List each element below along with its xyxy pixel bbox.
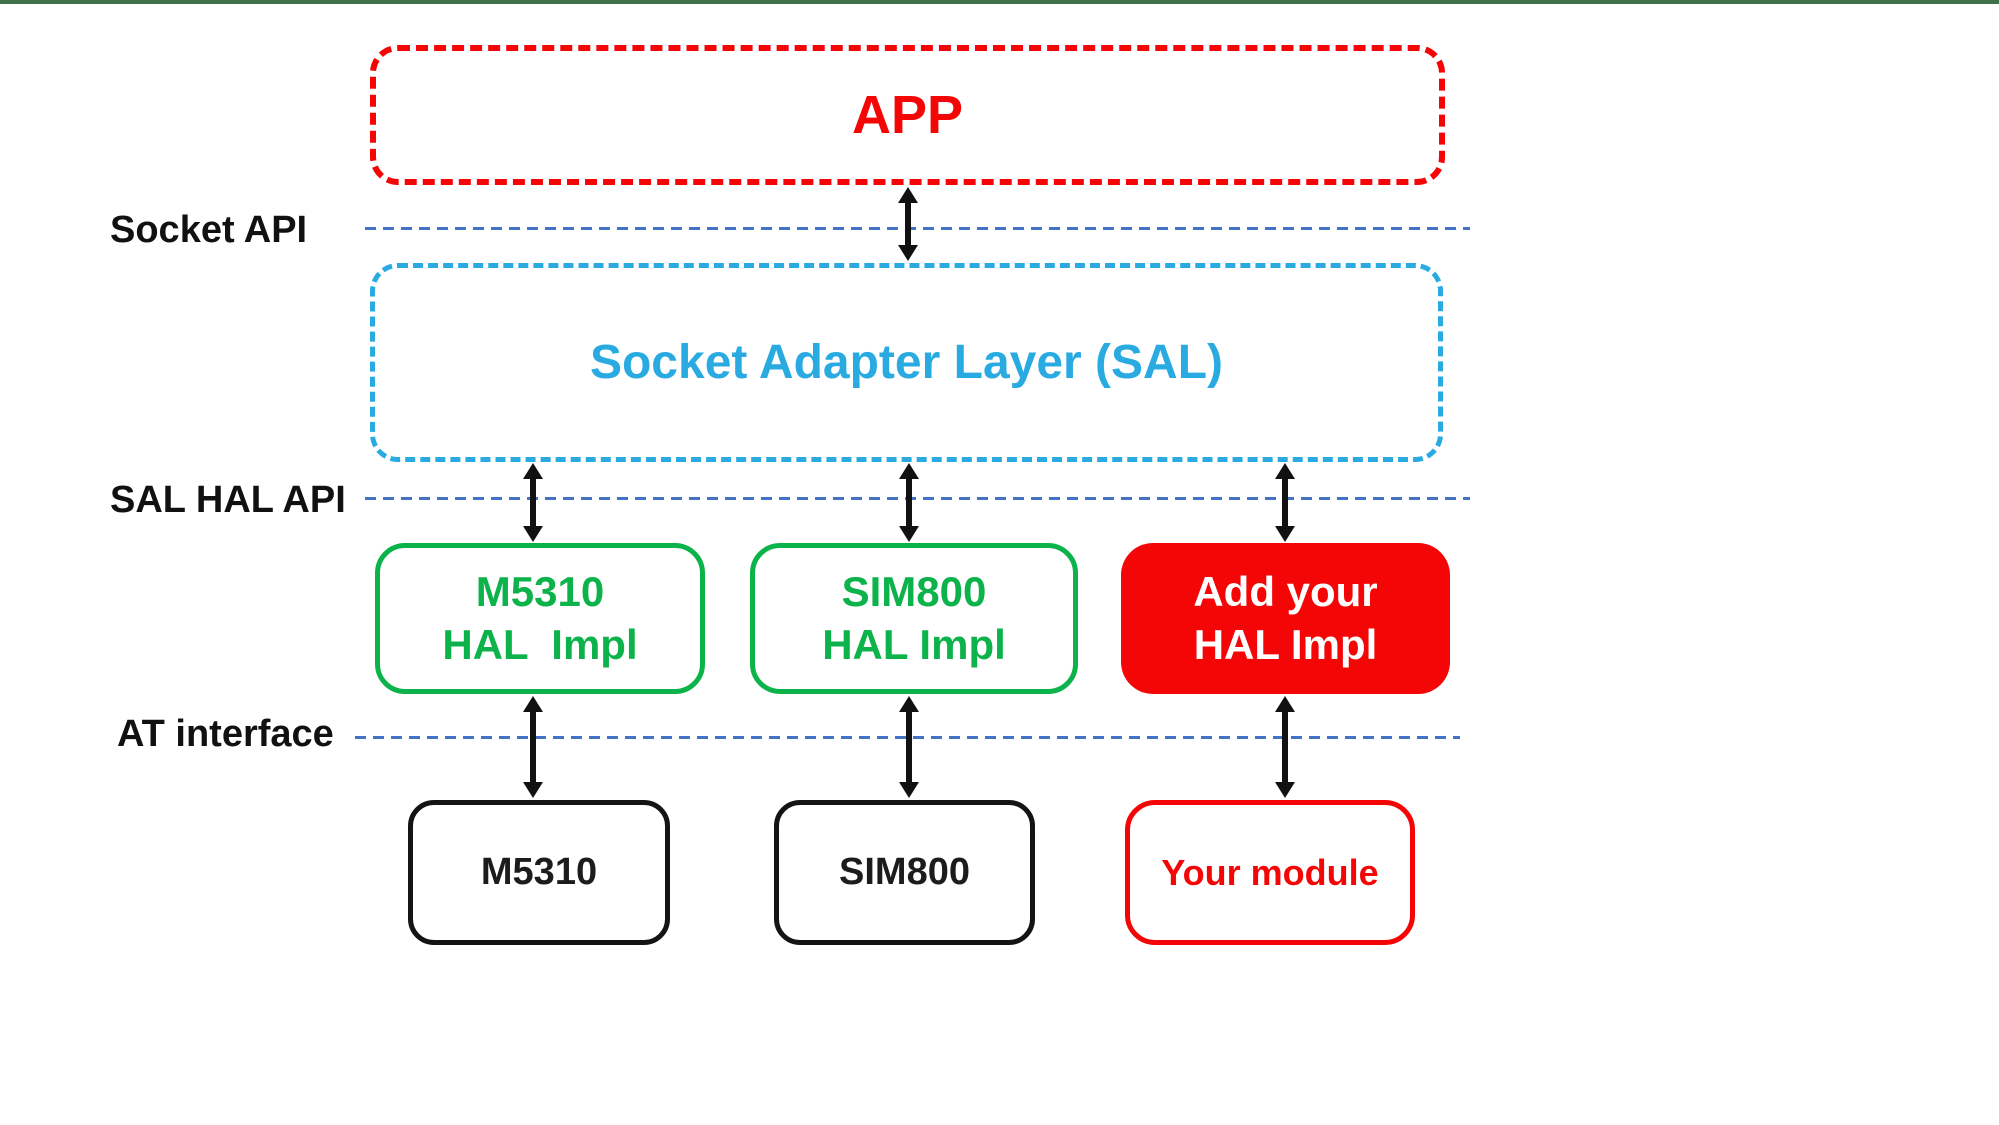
double-arrow-icon [1275, 463, 1295, 542]
sal-box: Socket Adapter Layer (SAL) [370, 263, 1443, 462]
your-module-label: Your module [1161, 851, 1379, 893]
sim800-hal-impl-label: SIM800 HAL Impl [822, 568, 1006, 668]
top-border-line [0, 0, 1999, 4]
double-arrow-icon [523, 463, 543, 542]
double-arrow-icon [899, 463, 919, 542]
m5310-module-box: M5310 [408, 800, 670, 945]
double-arrow-icon [899, 696, 919, 798]
m5310-hal-impl-label: M5310 HAL Impl [442, 568, 638, 668]
m5310-module-label: M5310 [480, 851, 598, 893]
double-arrow-icon [898, 187, 918, 261]
app-box-label: APP [851, 85, 964, 145]
double-arrow-icon [523, 696, 543, 798]
socket-api-label: Socket API [110, 209, 308, 251]
app-box: APP [370, 45, 1445, 185]
sal-hal-api-label: SAL HAL API [110, 479, 346, 521]
sal-box-label: Socket Adapter Layer (SAL) [589, 336, 1224, 389]
add-your-hal-impl-box: Add your HAL Impl [1121, 543, 1450, 694]
socket-api-boundary-line [365, 227, 1470, 230]
at-interface-label: AT interface [117, 713, 334, 755]
sim800-hal-impl-box: SIM800 HAL Impl [750, 543, 1078, 694]
double-arrow-icon [1275, 696, 1295, 798]
sim800-module-label: SIM800 [839, 851, 970, 893]
m5310-hal-impl-box: M5310 HAL Impl [375, 543, 705, 694]
add-your-hal-impl-label: Add your HAL Impl [1193, 568, 1378, 668]
sim800-module-box: SIM800 [774, 800, 1035, 945]
your-module-box: Your module [1125, 800, 1415, 945]
sal-hal-api-boundary-line [365, 497, 1470, 500]
